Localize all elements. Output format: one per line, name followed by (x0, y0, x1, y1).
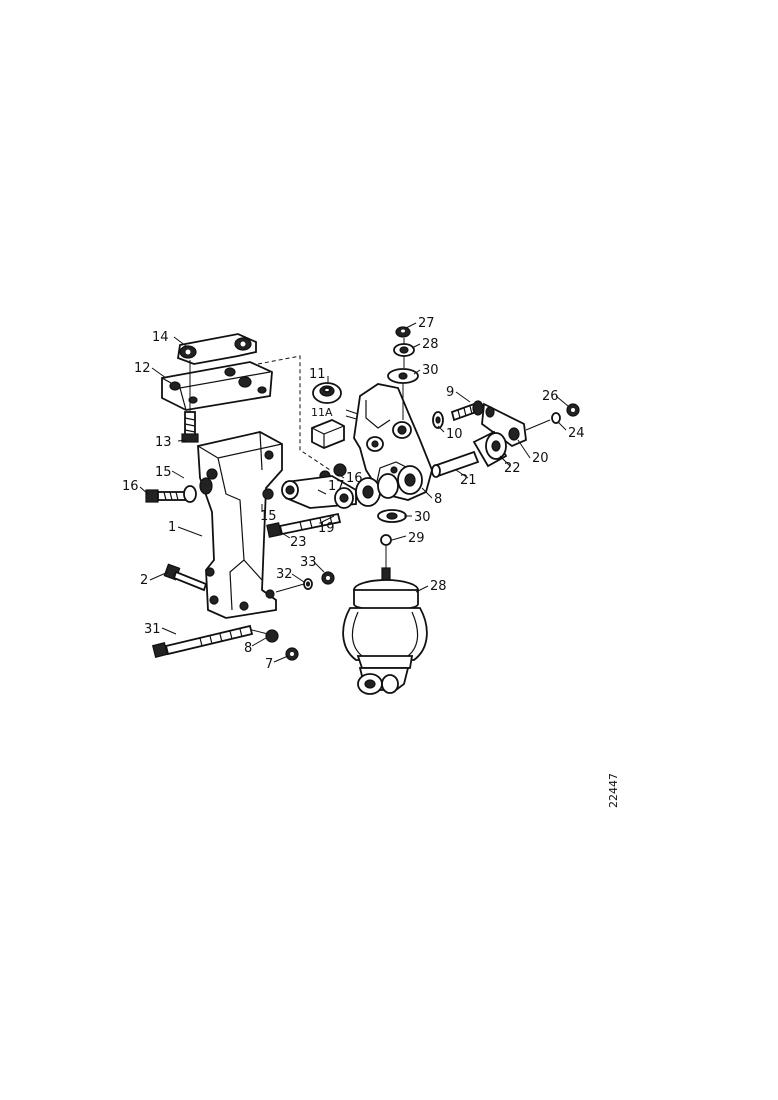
part-27-nut (395, 326, 411, 338)
drawing-reference-number: 22447 (607, 773, 620, 808)
callout-13: 13 (155, 435, 172, 450)
callout-22: 22 (504, 461, 521, 476)
callout-20: 20 (532, 451, 549, 466)
callout-14: 14 (152, 330, 169, 345)
dashed-leader-12 (257, 355, 331, 471)
part-21-pin (431, 450, 480, 478)
part-8-arm-bracket (353, 383, 433, 501)
callout-15: 15 (155, 465, 172, 480)
callout-8-lower: 8 (244, 641, 252, 656)
assembly-axis-32 (275, 583, 305, 593)
callout-26: 26 (542, 389, 559, 404)
part-20-plate (481, 402, 527, 448)
assembly-axis-top (402, 338, 405, 420)
part-2-bolt (163, 563, 208, 592)
part-17-bushing-pair (355, 473, 399, 507)
callout-30-top: 30 (422, 363, 439, 378)
callout-28-spring: 28 (430, 579, 447, 594)
callout-29-lower: 29 (408, 531, 425, 546)
callout-15-lower: 15 (260, 509, 277, 524)
callout-31: 31 (144, 622, 161, 637)
callout-8-upper: 8 (434, 492, 442, 507)
callout-12: 12 (134, 361, 151, 376)
part-29-washer-lower (380, 534, 392, 546)
callout-11a: 11A (311, 406, 333, 419)
part-22-bushing (472, 430, 508, 468)
part-9-bolt (450, 400, 484, 422)
assembly-axis-31 (251, 629, 269, 635)
callout-labels: 14 12 13 15 16 1 2 31 8 7 32 33 11 11A 2… (122, 316, 585, 672)
part-24-washer (551, 412, 561, 424)
assembly-axis-24 (525, 419, 551, 431)
callout-32: 32 (276, 567, 293, 582)
callout-11: 11 (309, 367, 326, 382)
callout-19: 19 (318, 521, 335, 536)
part-14-strap-plate (176, 333, 257, 365)
part-1-main-bracket (197, 431, 283, 619)
callout-30-lower: 30 (414, 510, 431, 525)
part-13-bolt (181, 411, 199, 443)
part-23-bolt (266, 512, 342, 538)
callout-21: 21 (460, 473, 477, 488)
callout-9: 9 (446, 385, 454, 400)
callout-1: 1 (168, 520, 176, 535)
part-16-bolt-left (145, 477, 213, 503)
part-11a-block (311, 419, 345, 449)
part-26-nut (566, 403, 580, 417)
part-8-nut-lower (265, 629, 279, 643)
callout-7: 7 (265, 657, 273, 672)
callout-28-top: 28 (422, 337, 439, 352)
callout-33: 33 (300, 555, 317, 570)
callout-16: 16 (122, 479, 139, 494)
part-32-washer (303, 578, 313, 590)
callout-17: 17 (328, 479, 345, 494)
part-30-plate-lower (377, 509, 407, 523)
part-33-nut (321, 571, 335, 585)
callout-10: 10 (446, 427, 463, 442)
part-11-bushing (312, 382, 342, 404)
part-30-plate-top (387, 368, 419, 384)
part-28-air-spring (342, 567, 428, 695)
part-31-long-bolt (151, 624, 254, 659)
callout-leaders (139, 322, 569, 663)
callout-27: 27 (418, 316, 435, 331)
callout-2: 2 (140, 573, 148, 588)
part-7-nut (285, 647, 299, 661)
part-28-washer-top (393, 343, 415, 357)
part-19-link-arm (281, 475, 357, 509)
callout-24: 24 (568, 426, 585, 441)
callout-16-middle: 16 (346, 471, 363, 486)
callout-23: 23 (290, 535, 307, 550)
part-10-washer (432, 411, 444, 429)
part-12-mounting-plate (161, 361, 273, 411)
